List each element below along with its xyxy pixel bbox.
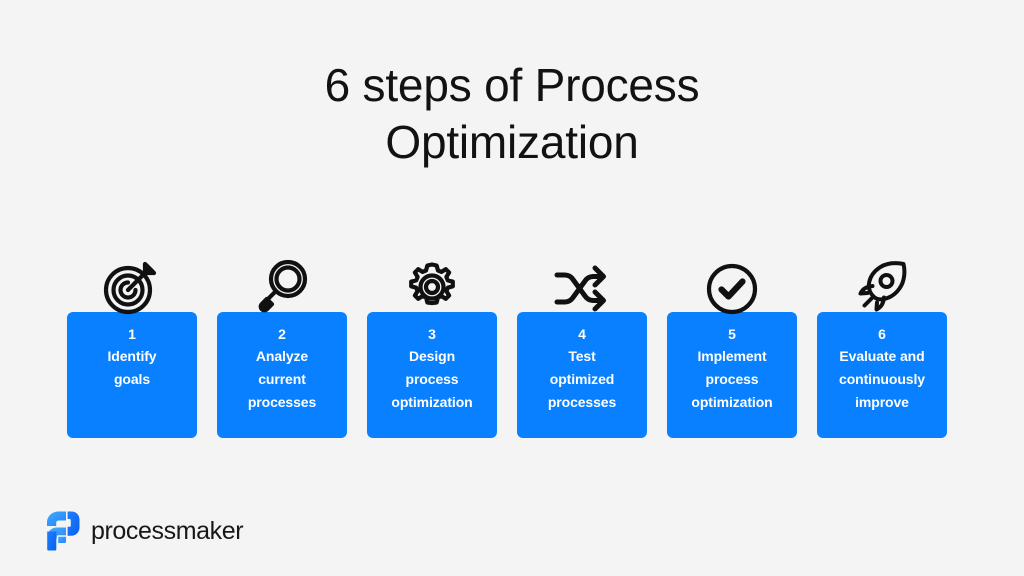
processmaker-logo[interactable]: processmaker [45,511,244,551]
step-body-3: 3 Design process optimization [367,312,497,438]
check-circle-icon [699,254,765,316]
page-title: 6 steps of Process Optimization [324,59,700,168]
step-label: Analyze current processes [247,348,317,410]
step-number: 5 [728,326,736,342]
target-arrow-icon [99,254,165,316]
processmaker-wordmark: processmaker [91,517,244,545]
steps-row: 1 Identify goals 2 Analyze current proce [67,248,947,438]
step-label: Implement process optimization [691,348,773,410]
step-label: Test optimized processes [547,348,617,410]
step-card-2[interactable]: 2 Analyze current processes [217,254,347,438]
processmaker-logo-mark [45,511,81,551]
step-card-5[interactable]: 5 Implement process optimization [667,254,797,438]
step-body-6: 6 Evaluate and continuously improve [817,312,947,438]
step-number: 2 [278,326,286,342]
magnifying-glass-icon [249,254,315,316]
step-label: Identify goals [107,348,157,387]
step-card-6[interactable]: 6 Evaluate and continuously improve [817,254,947,438]
rocket-icon [849,254,915,316]
step-number: 4 [578,326,586,342]
step-body-2: 2 Analyze current processes [217,312,347,438]
step-number: 6 [878,326,886,342]
step-card-4[interactable]: 4 Test optimized processes [517,254,647,438]
step-body-4: 4 Test optimized processes [517,312,647,438]
gear-icon [399,254,465,316]
step-number: 3 [428,326,436,342]
step-card-3[interactable]: 3 Design process optimization [367,254,497,438]
step-body-1: 1 Identify goals [67,312,197,438]
shuffle-arrows-icon [549,254,615,316]
step-number: 1 [128,326,136,342]
step-label: Design process optimization [391,348,473,410]
step-label: Evaluate and continuously improve [839,348,925,410]
step-card-1[interactable]: 1 Identify goals [67,254,197,438]
step-body-5: 5 Implement process optimization [667,312,797,438]
